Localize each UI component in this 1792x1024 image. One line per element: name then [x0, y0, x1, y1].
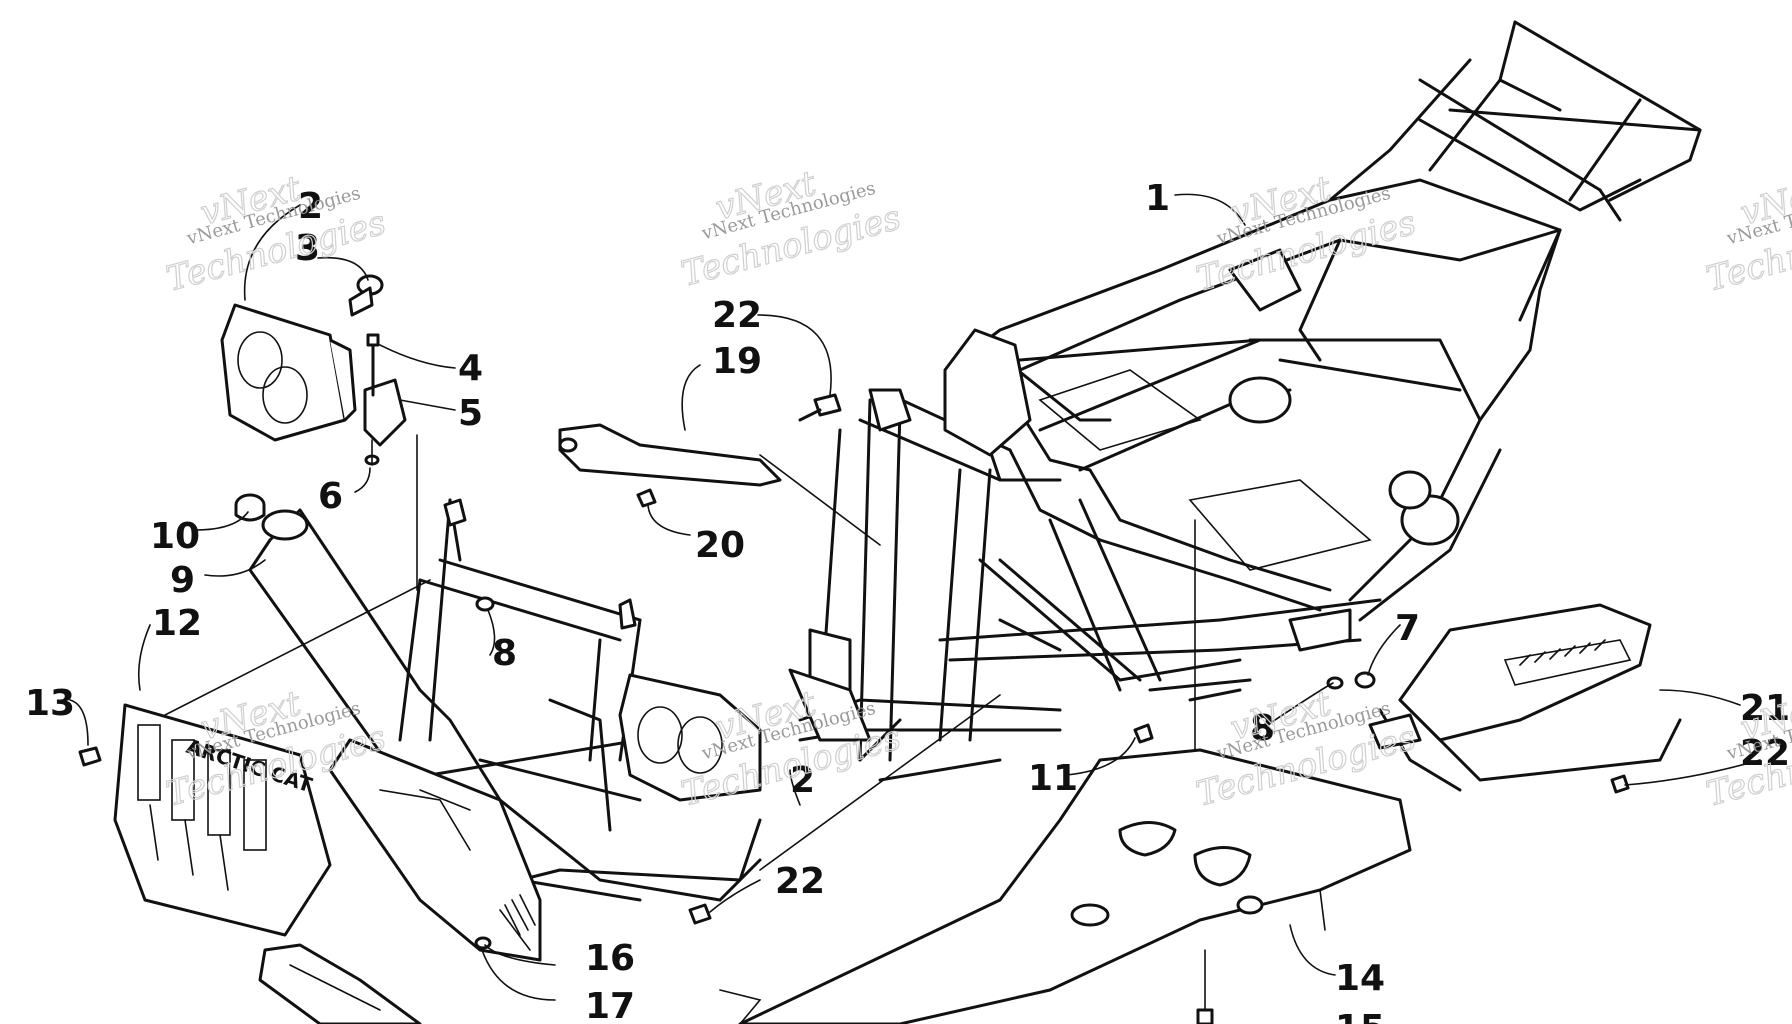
- callout-17: 17: [585, 986, 635, 1024]
- bumper-plug: [234, 493, 266, 522]
- callout-19: 19: [712, 341, 762, 382]
- callout-4: 4: [458, 348, 483, 389]
- callout-22-lower: 22: [775, 861, 825, 902]
- bolt-3: [348, 274, 384, 317]
- callout-15: 15: [1335, 1008, 1385, 1024]
- callout-8-right: 8: [1250, 708, 1275, 749]
- watermark-3: vNext vNext Technologies Technologies: [1192, 168, 1421, 300]
- callout-7: 7: [1395, 608, 1420, 649]
- watermarks: vNext vNext Technologies Technologies vN…: [162, 163, 1792, 815]
- callout-12: 12: [152, 603, 202, 644]
- callout-14: 14: [1335, 958, 1385, 999]
- callout-22-right: 22: [1740, 733, 1790, 774]
- callout-10: 10: [150, 516, 200, 557]
- skid-plate: [719, 748, 1412, 1024]
- callout-21: 21: [1740, 688, 1790, 729]
- rear-bracket: [558, 423, 782, 487]
- callout-20: 20: [695, 525, 745, 566]
- headlight-left: [220, 303, 357, 442]
- callout-5: 5: [458, 393, 483, 434]
- leader-lines: [69, 193, 1761, 1001]
- callout-6: 6: [318, 476, 343, 517]
- callout-9: 9: [170, 560, 195, 601]
- headlight-right: [618, 673, 762, 802]
- callout-16: 16: [585, 938, 635, 979]
- front-bumper: [248, 498, 762, 902]
- callout-11: 11: [1028, 758, 1078, 799]
- watermark-1: vNext vNext Technologies Technologies: [162, 168, 391, 300]
- watermark-2: vNext vNext Technologies Technologies: [677, 163, 906, 295]
- callout-3: 3: [295, 228, 320, 269]
- hardware: [78, 393, 1630, 1024]
- callout-8-left: 8: [492, 633, 517, 674]
- callout-13: 13: [25, 683, 75, 724]
- callout-1: 1: [1145, 178, 1170, 219]
- front-guard: [328, 738, 542, 962]
- callouts: 1 2 3 4 5 6 10 9 12 13 8 22 19 20 11 7 8…: [25, 178, 1790, 1024]
- callout-22-upper: 22: [712, 295, 762, 336]
- callout-2-upper: 2: [298, 186, 323, 227]
- callout-2-lower: 2: [790, 760, 815, 801]
- watermark-4: vNext vNext Technologies Technologies: [1702, 168, 1792, 300]
- main-frame: [788, 20, 1702, 782]
- lower-guard: [258, 943, 422, 1024]
- headlight-bracket: [363, 333, 407, 466]
- footrest: [1368, 603, 1682, 792]
